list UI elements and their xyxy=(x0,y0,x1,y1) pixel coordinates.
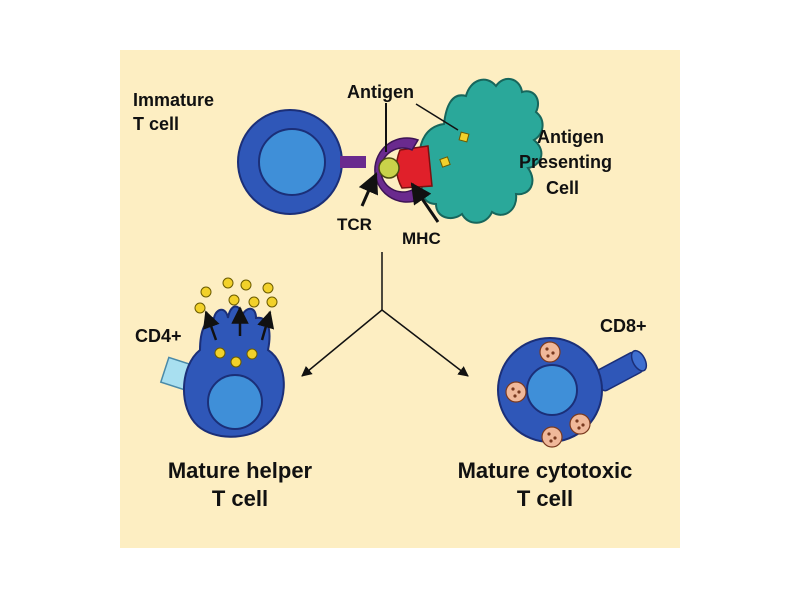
apc-label-line1: Antigen xyxy=(537,127,604,147)
immature-t-cell xyxy=(237,109,343,215)
differentiation-arrows xyxy=(301,252,469,377)
tcr-label: TCR xyxy=(337,215,372,234)
secretion-arrows xyxy=(203,306,275,341)
antigen-presenting-cell xyxy=(414,77,544,224)
cytotoxic-label-line2: T cell xyxy=(517,486,573,511)
antigen-pointer-apc xyxy=(415,103,459,131)
antigen-label: Antigen xyxy=(347,82,414,102)
bound-antigen xyxy=(378,157,400,179)
antigen-fragment xyxy=(439,156,451,168)
mhc-label: MHC xyxy=(402,229,441,248)
helper-label-line2: T cell xyxy=(212,486,268,511)
mature-helper-t-cell xyxy=(159,305,285,438)
cytotoxic-label-line1: Mature cytotoxic xyxy=(458,458,633,483)
helper-label-line1: Mature helper xyxy=(168,458,313,483)
cd8-label: CD8+ xyxy=(600,316,647,336)
immature-t-cell-label-line2: T cell xyxy=(133,114,179,134)
antigen-fragment xyxy=(458,131,470,143)
mhc-molecule xyxy=(395,145,433,189)
mature-cytotoxic-t-cell xyxy=(497,337,648,448)
apc-label-line2: Presenting xyxy=(519,152,612,172)
cd4-label: CD4+ xyxy=(135,326,182,346)
immature-t-cell-label-line1: Immature xyxy=(133,90,214,110)
mhc-arrow xyxy=(410,182,440,223)
tcr-stalk xyxy=(340,156,366,168)
apc-label-line3: Cell xyxy=(546,178,579,198)
cytokines xyxy=(194,277,278,314)
tcr-arrow xyxy=(358,172,379,207)
diagram-background xyxy=(120,50,680,548)
